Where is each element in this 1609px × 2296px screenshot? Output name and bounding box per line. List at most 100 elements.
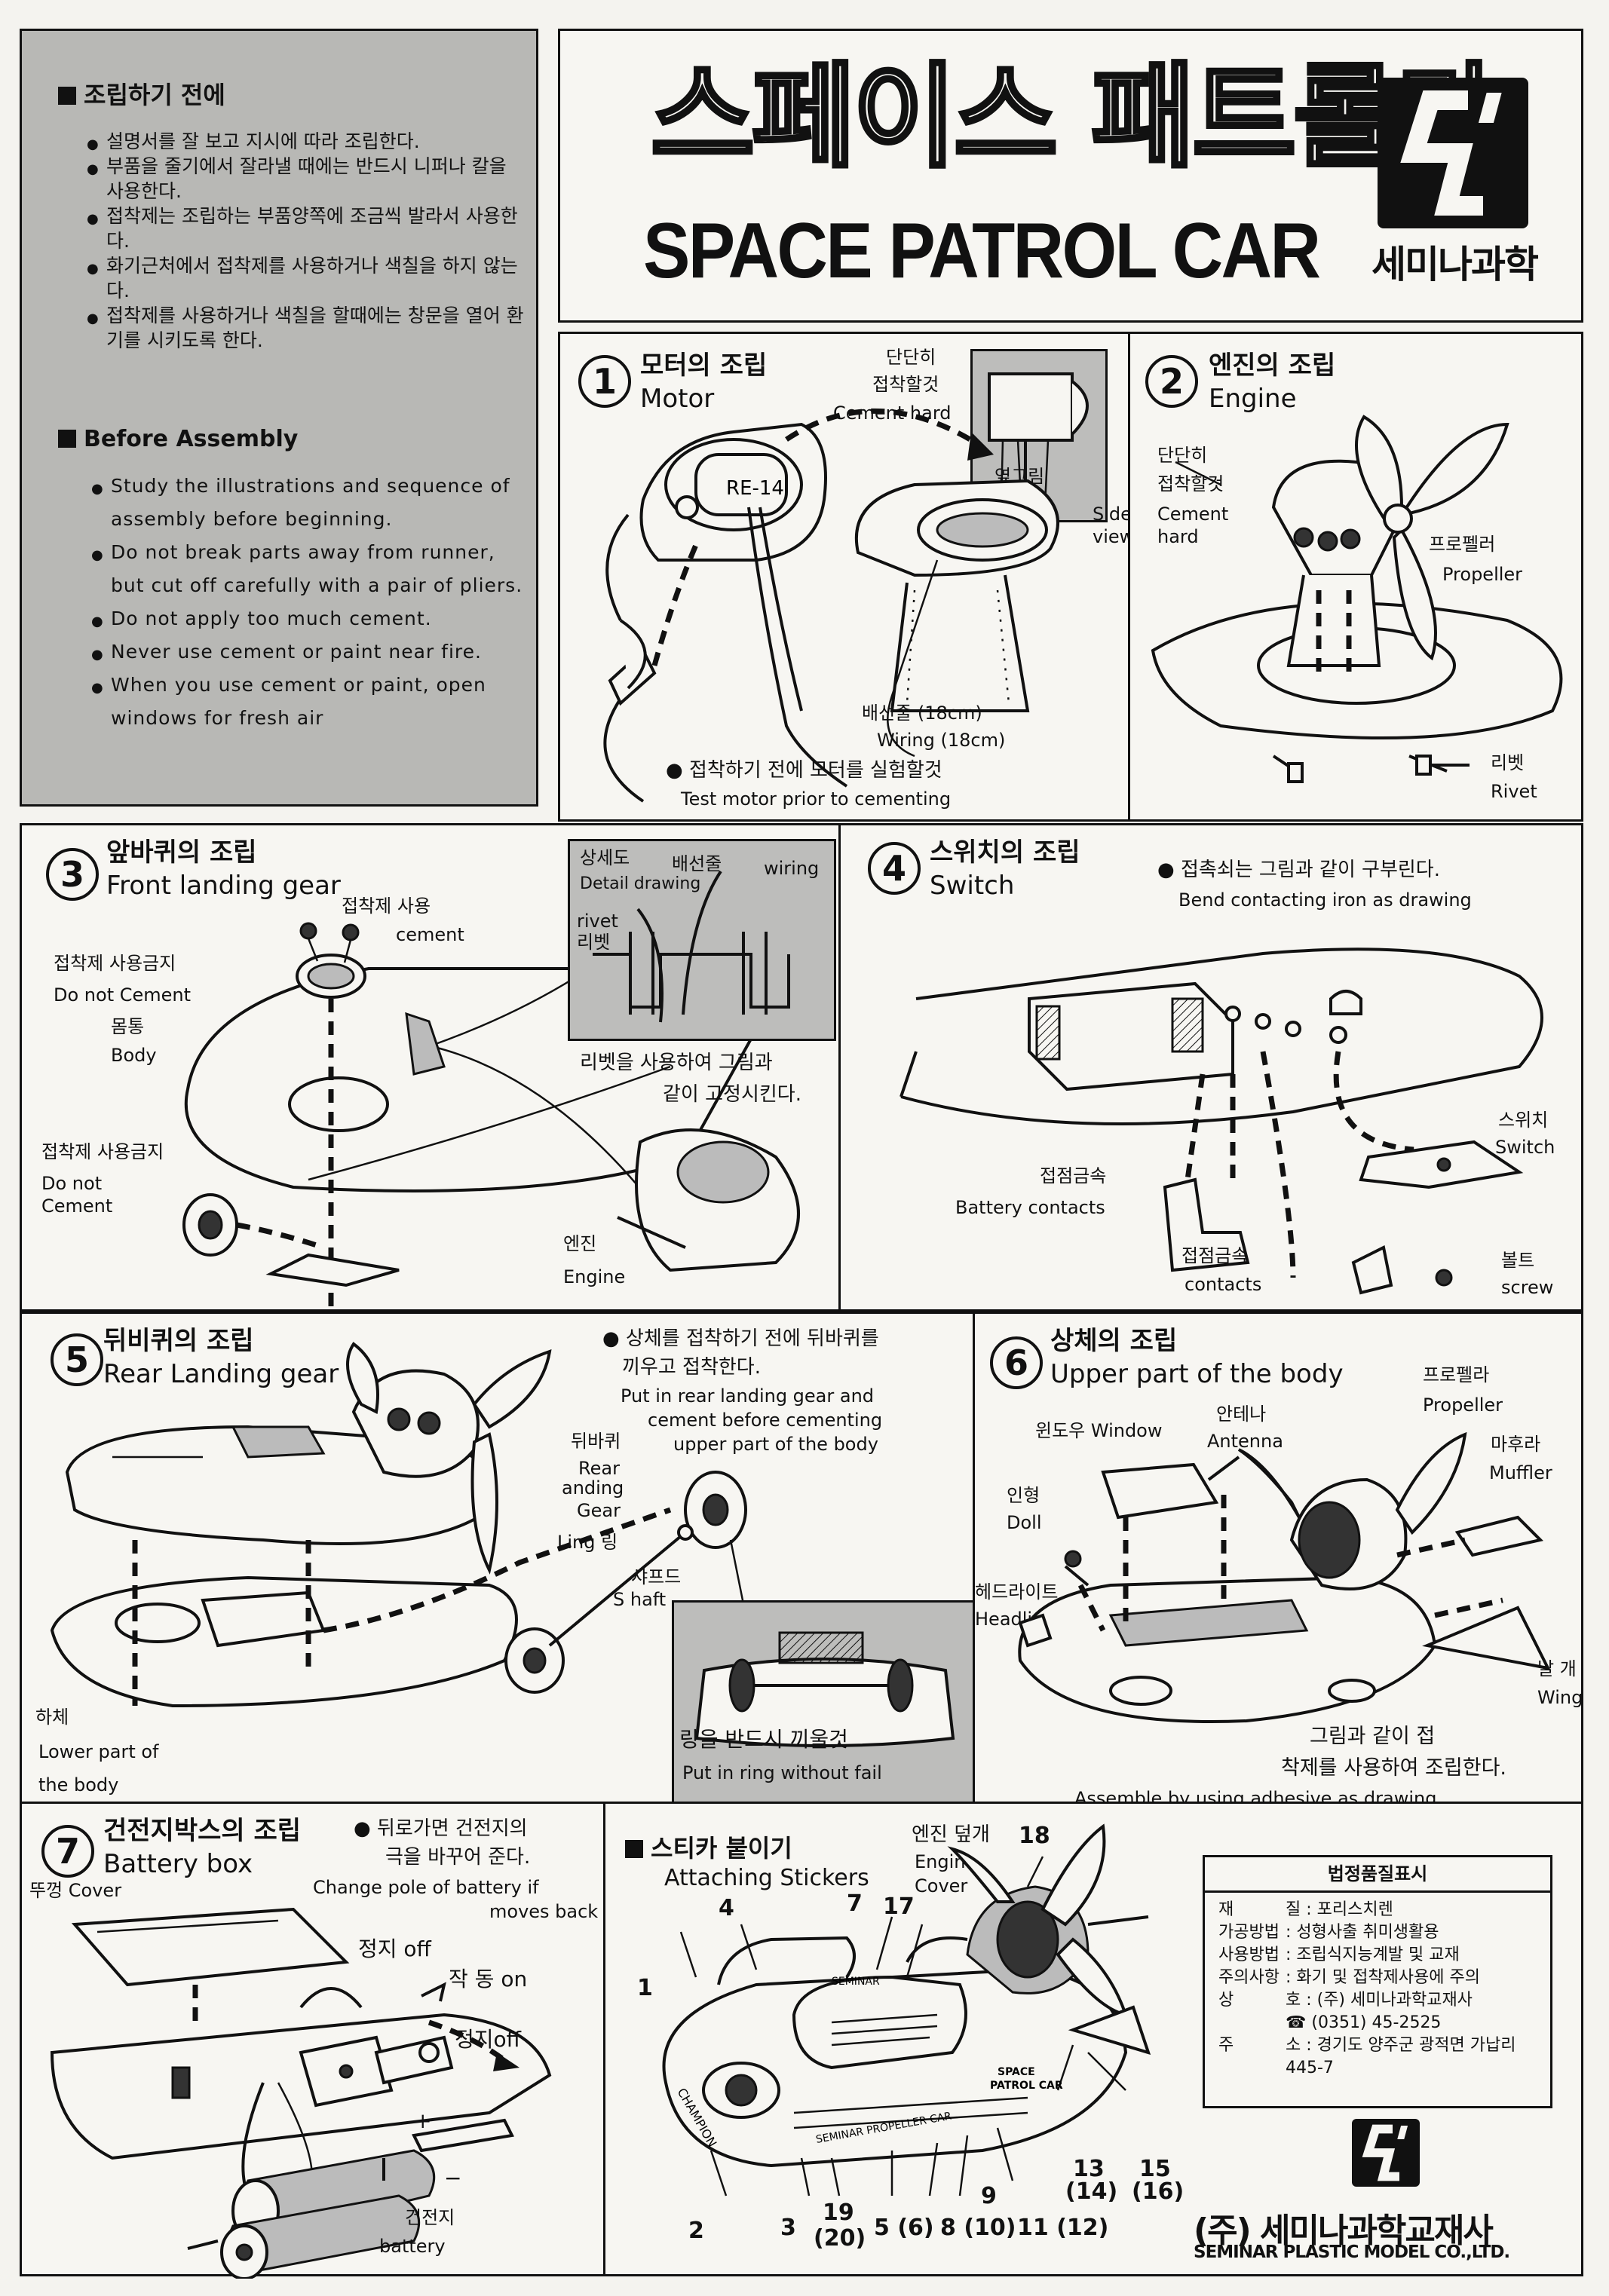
detail-drawing [593,870,790,1023]
cement-use-label-ko: 접착제 사용 [342,895,431,917]
list-item: Do not apply too much cement. [91,602,529,638]
propeller-label-ko: 프로펠러 [1429,534,1496,555]
section-8-stickers: 스티카 붙이기 Attaching Stickers 엔진 덮개 Engine … [603,1802,1583,2276]
sticker-number: 15 [1139,2156,1171,2182]
step-number: 6 [990,1336,1043,1389]
before-ko-heading: 조립하기 전에 [58,76,225,111]
no-cement2-label-ko: 접착제 사용금지 [41,1141,164,1162]
lower-body-label-en2: the body [38,1774,119,1795]
switch-label-ko: 스위치 [1498,1110,1549,1131]
sticker-number: 1 [637,1975,653,2001]
window-label: 윈도우 Window [1035,1420,1163,1441]
title-en: Front landing gear [106,871,341,901]
list-item: Study the illustrations and sequence of … [91,470,529,536]
title-ko: 스위치의 조립 [930,837,1080,868]
rear-note-en1: Put in rear landing gear and [621,1385,875,1407]
antenna-label-ko: 안테나 [1216,1404,1267,1425]
doll-label-en: Doll [1007,1512,1042,1533]
battery-note-ko2: 극을 바꾸어 준다. [385,1846,531,1869]
stickers-car-drawing: CHAMPION SEMINAR SEMINAR PROPELLER CAR S… [662,1823,1151,2197]
detail-drawing-inset [568,839,836,1041]
stickers-title-en: Attaching Stickers [664,1865,869,1891]
switch-assembly-drawing [900,947,1543,1295]
battery-note-ko1-text: 뒤로가면 건전지의 [376,1817,528,1840]
test-note-en: Test motor prior to cementing [681,788,952,810]
sticker-number: (20) [814,2225,866,2252]
table-cell: : 성형사출 취미생활용 [1285,1923,1439,1942]
stickers-heading: 스티카 붙이기 [625,1829,792,1864]
engine-label-en: Engine [563,1266,626,1287]
shaft-label-en: S haft [613,1589,667,1610]
screw-label-en: screw [1501,1277,1554,1298]
list-item: 접착제는 조립하는 부품양쪽에 조금씩 발라서 사용한다. [87,204,524,253]
battery-box-drawing [50,1907,552,2279]
table-cell [1215,2057,1283,2080]
table-cell: ☎ (0351) 45-2525 [1285,2013,1442,2032]
section-title: 건전지박스의 조립 Battery box [103,1814,301,1881]
square-bullet-icon [625,1840,643,1858]
section-title: 모터의 조립 Motor [640,349,767,415]
rear-note-en3: upper part of the body [673,1434,878,1455]
side-view-label-en2: view [1093,526,1135,547]
list-item: 접착제를 사용하거나 색칠을 할때에는 창문을 열어 환기를 시키도록 한다. [87,303,524,353]
sticker-number: 4 [719,1895,734,1921]
section-2-engine: 2 엔진의 조립 Engine 단단히 접착할것 Cement hard 프로펠… [1128,332,1583,822]
section-7-battery-box: 7 건전지박스의 조립 Battery box ● 뒤로가면 건전지의 극을 바… [20,1802,608,2279]
propeller-label-en: Propeller [1442,564,1523,585]
lower-body-label-ko: 하체 [35,1707,69,1728]
seminar-s-logo-icon [1362,2124,1408,2181]
cement-label-ko: 단단히 [886,347,936,368]
title-ko: 상체의 조립 [1050,1326,1178,1356]
title-en: Switch [930,871,1015,901]
ring-note-ko: 링을 반드시 끼울것 [679,1727,848,1752]
test-note-ko-text: 접착하기 전에 모터를 실험할것 [688,759,942,782]
title-ko: 건전지박스의 조립 [103,1816,302,1846]
wiring-label-ko: 배선줄 [672,853,722,874]
upper-note-ko2: 착제를 사용하여 조립한다. [1281,1756,1506,1780]
cover-label: 뚜껑 Cover [29,1880,122,1901]
rivet-label-en: rivet [577,911,618,932]
title-ko: 엔진의 조립 [1209,351,1336,381]
section-title: 앞바퀴의 조립 Front landing gear [106,836,341,902]
section-1-motor: 1 모터의 조립 Motor 단단히 접착할것 Cement hard 옆그림 … [558,332,1137,822]
step-number: 2 [1145,355,1198,408]
company-name-en: SEMINAR PLASTIC MODEL CO.,LTD. [1194,2242,1510,2262]
list-item: 화기근처에서 접착제를 사용하거나 색칠을 하지 않는다. [87,253,524,303]
motor-label-text: RE-14 [726,477,784,500]
header-panel: 스페이스 패트롤카 SPACE PATROL CAR 세미나과학 [558,29,1583,323]
bend-note-ko: ● 접촉쇠는 그림과 같이 구부린다. [1157,859,1440,881]
wing-label-ko: 날 개 [1537,1658,1577,1679]
title-en: Engine [1209,384,1297,414]
table-cell: 가공방법 [1218,1923,1280,1942]
square-bullet-icon [58,430,76,448]
before-en-list: Study the illustrations and sequence of … [91,470,529,735]
sticker-number: 11 (12) [1017,2215,1109,2241]
doll-label-ko: 인형 [1007,1485,1040,1506]
wiring-label-en: wiring [764,858,820,879]
upper-note-ko1: 그림과 같이 접 [1310,1725,1436,1748]
square-bullet-icon [58,87,76,105]
engine-assembly-drawing [1151,415,1563,783]
contacts-label-en: contacts [1185,1274,1262,1295]
section-4-switch: 4 스위치의 조립 Switch ● 접촉쇠는 그림과 같이 구부린다. Ben… [838,823,1583,1312]
rear-note-ko1-text: 상체를 접착하기 전에 뒤바퀴를 [625,1327,879,1350]
table-cell: 주의사항 [1218,1968,1280,1987]
list-item: 부품을 줄기에서 잘라낼 때에는 반드시 니퍼나 칼을 사용한다. [87,154,524,204]
plus-label: + [414,2108,432,2133]
table-row: 주의사항: 화기 및 접착제사용에 주의 [1215,1967,1519,1989]
before-assembly-panel: 조립하기 전에 설명서를 잘 보고 지시에 따라 조립한다. 부품을 줄기에서 … [20,29,538,807]
rear-wheel-label-en2: anding [562,1477,624,1499]
headlight-label-ko: 헤드라이트 [975,1581,1059,1603]
table-cell: 호 : (주) 세미나과학교재사 [1285,1991,1473,2010]
battery-contacts-label-en: Battery contacts [955,1197,1105,1218]
screw-label-ko: 볼트 [1501,1250,1535,1271]
section-5-rear-gear: 5 뒤비퀴의 조립 Rear Landing gear ● 상체를 접착하기 전… [20,1312,982,1811]
cement-label-ko: 단단히 [1157,445,1208,466]
table-cell: 질 : 포리스치렌 [1285,1900,1393,1919]
no-cement2-label-en: Do not [41,1173,103,1194]
no-cement-label-en: Do not Cement [54,984,192,1006]
minus-label: − [444,2166,462,2190]
lower-body-label-en1: Lower part of [38,1741,159,1762]
before-ko-title: 조립하기 전에 [84,81,225,109]
